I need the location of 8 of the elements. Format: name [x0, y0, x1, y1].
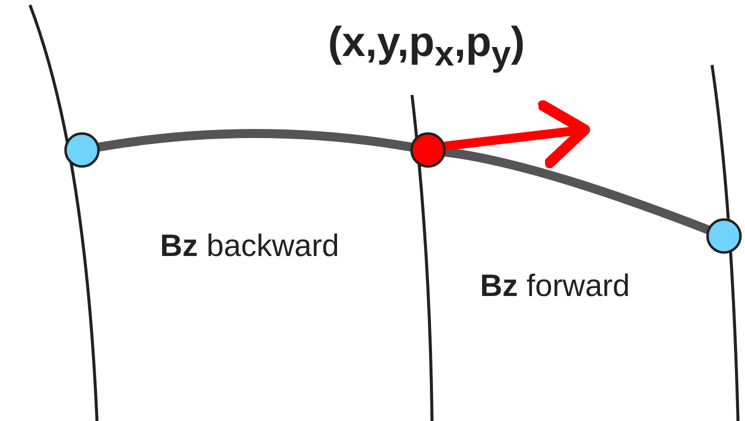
particle-dot [410, 132, 446, 168]
region-label: Bz forward [480, 268, 630, 304]
point-dot [706, 218, 742, 254]
trajectory-line [444, 148, 710, 234]
point-dot [64, 132, 100, 168]
trajectory-line [98, 129, 412, 152]
region-label: Bz backward [160, 228, 340, 264]
state-vector-label: (x,y,p$_{x}$,p$_{y}$) [328, 18, 525, 74]
